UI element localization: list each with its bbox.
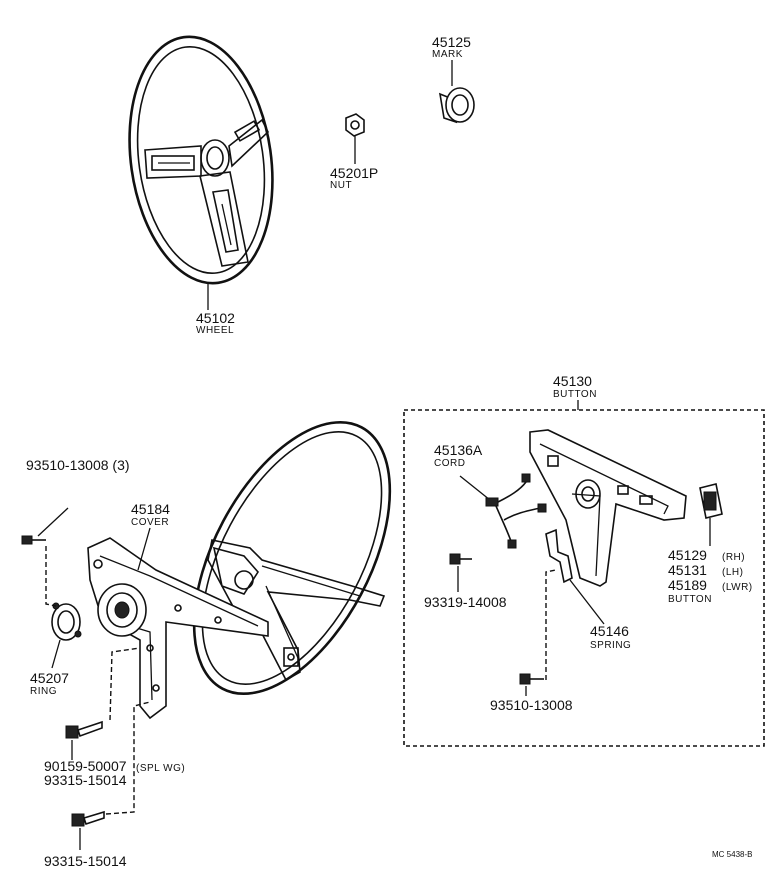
button-part-number: 45130	[553, 373, 592, 389]
screw-13008-drawing	[519, 673, 544, 685]
cover-drawing	[87, 537, 269, 720]
bolt-spl-drawing	[65, 720, 103, 739]
button-lh-part-number: 45131	[668, 562, 707, 578]
steering-wheel-assembly	[192, 420, 392, 696]
diagram-code: MC 5438-B	[712, 850, 752, 859]
wheel-part-name: WHEEL	[196, 325, 234, 336]
leader-cover	[137, 527, 151, 571]
cover-part-number: 45184	[131, 501, 170, 517]
bolt-spl-note: (SPL WG)	[136, 763, 185, 774]
screw-14008-part-number: 93319-14008	[424, 594, 507, 610]
cord-part-number: 45136A	[434, 442, 483, 458]
dashed-line-screw-b	[105, 701, 151, 815]
nut-drawing	[345, 113, 365, 137]
leader-cord	[459, 475, 491, 501]
cord-drawing	[485, 473, 547, 549]
button-lwr-note: (LWR)	[722, 582, 753, 593]
mark-drawing	[438, 87, 475, 124]
button-rh-drawing	[699, 483, 723, 519]
dashed-line-ring	[45, 546, 57, 607]
nut-part-number: 45201P	[330, 165, 378, 181]
screw-a-part-number: 93315-15014	[44, 772, 127, 788]
button-rh-note: (RH)	[722, 552, 745, 563]
leader-screw-3	[37, 507, 69, 537]
ring-part-name: RING	[30, 686, 57, 697]
dashed-line-screw-13008	[545, 569, 557, 680]
leader-ring	[51, 639, 61, 669]
button-drawing	[529, 429, 687, 587]
spring-part-name: SPRING	[590, 640, 631, 651]
mark-part-number: 45125	[432, 34, 471, 50]
leader-spring	[569, 579, 605, 625]
screw-3-drawing	[21, 535, 46, 545]
steering-wheel-top	[128, 35, 274, 285]
ring-drawing	[51, 602, 82, 641]
screw-13008-part-number: 93510-13008	[490, 697, 573, 713]
cord-part-name: CORD	[434, 458, 465, 469]
button-group-box	[403, 409, 765, 747]
cover-part-name: COVER	[131, 517, 169, 528]
screw-14008-drawing	[449, 553, 472, 565]
mark-part-name: MARK	[432, 49, 463, 60]
screw-3-part-number: 93510-13008 (3)	[26, 457, 130, 473]
button-part-name: BUTTON	[553, 389, 597, 400]
spring-part-number: 45146	[590, 623, 629, 639]
screw-b-part-number: 93315-15014	[44, 853, 127, 869]
spring-drawing	[545, 528, 573, 584]
nut-part-name: NUT	[330, 180, 352, 191]
button-lwr-part-number: 45189	[668, 577, 707, 593]
wheel-part-number: 45102	[196, 310, 235, 326]
bolt-spl-part-number: 90159-50007	[44, 758, 127, 774]
dashed-line-bolt	[109, 647, 141, 721]
screw-b-drawing	[71, 810, 105, 827]
button-lwr-part-name: BUTTON	[668, 594, 712, 605]
ring-part-number: 45207	[30, 670, 69, 686]
button-rh-part-number: 45129	[668, 547, 707, 563]
button-lh-note: (LH)	[722, 567, 743, 578]
